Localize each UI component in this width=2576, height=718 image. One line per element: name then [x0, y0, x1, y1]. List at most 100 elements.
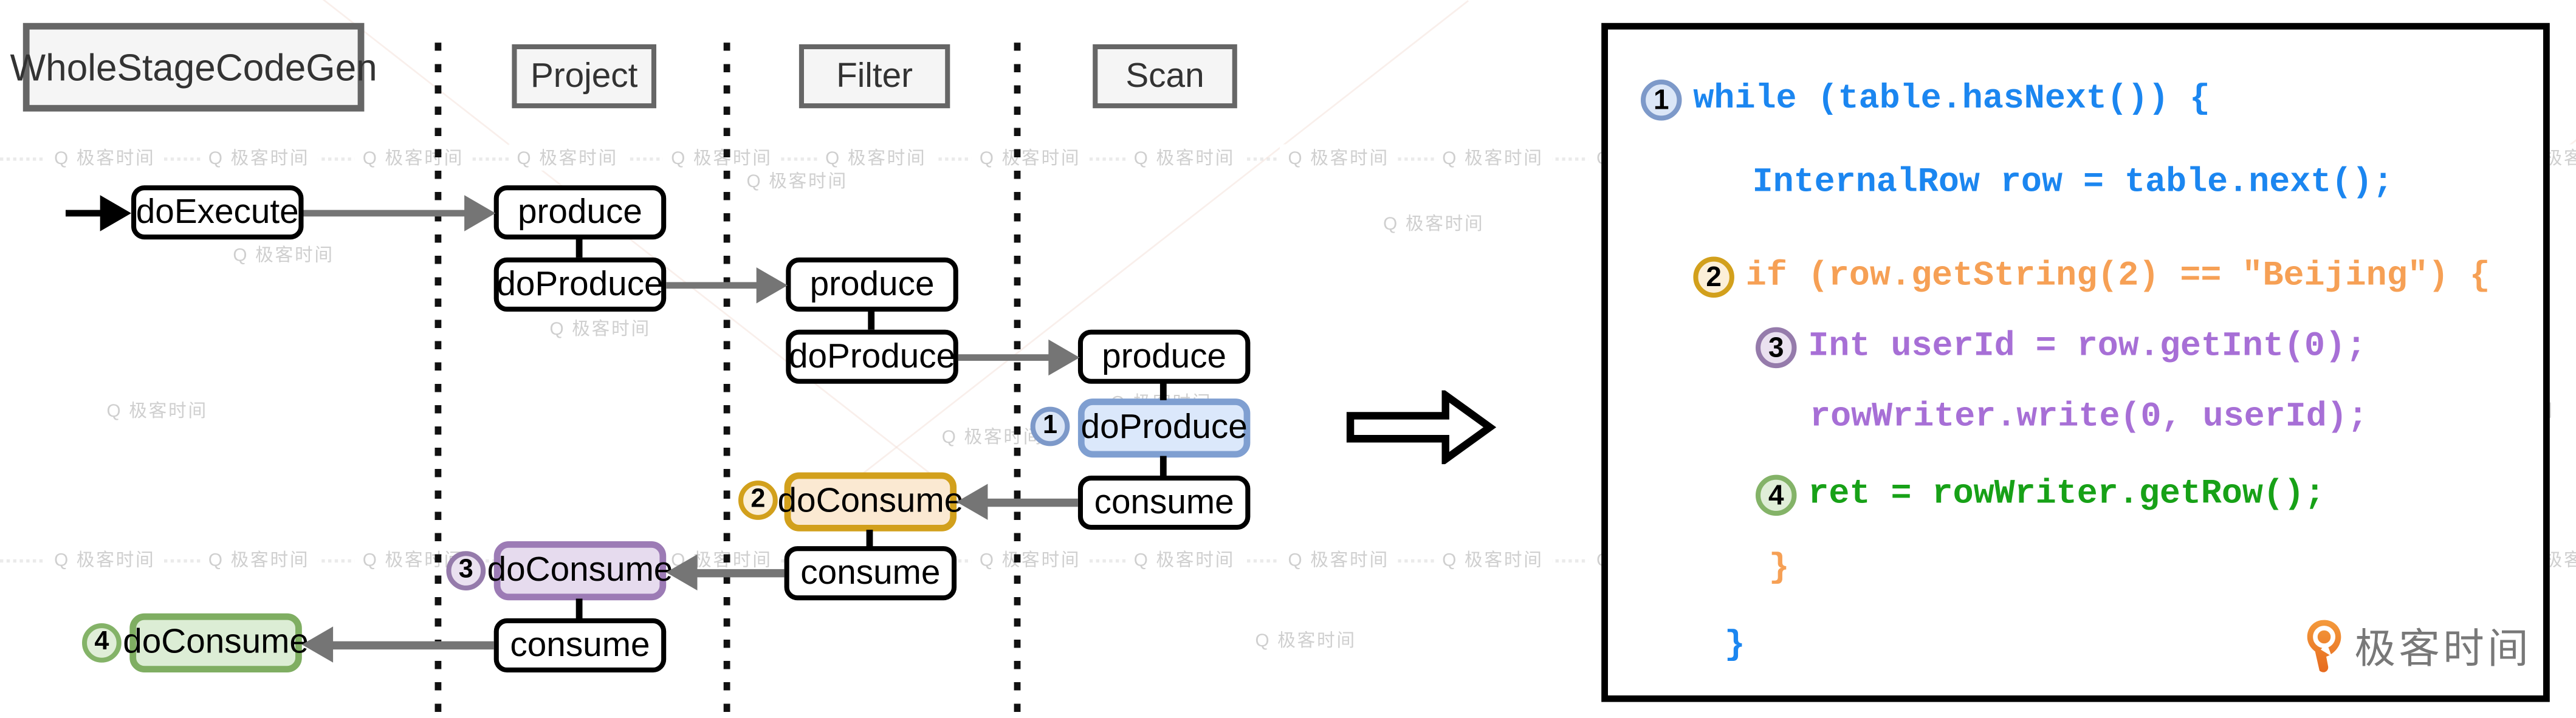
watermark: Q 极客时间 [200, 546, 318, 573]
connector [1159, 456, 1167, 477]
watermark: Q 极客时间 [354, 144, 472, 171]
badge-number: 2 [750, 485, 766, 514]
geektime-logo: 极客时间 [2306, 617, 2532, 675]
badge-step2: 2 [738, 480, 778, 520]
node-label: doConsume [487, 551, 673, 589]
badge-step2: 2 [1693, 256, 1734, 298]
code-text: if (row.getString(2) == "Beijing") { [1745, 258, 2490, 296]
wholestagecodegen-header: WholeStageCodeGen [10, 22, 377, 112]
project-label: Project [530, 56, 638, 95]
arrow-consume-to-doconsume-output [329, 641, 494, 649]
watermark: Q 极客时间 [46, 144, 163, 171]
watermark: Q 极客时间 [1125, 144, 1243, 171]
watermark: Q 极客时间 [509, 144, 627, 171]
badge-step1: 1 [1641, 79, 1682, 121]
watermark: Q 极客时间 [46, 546, 163, 573]
badge-number: 1 [1042, 411, 1058, 440]
node-doproduce-filter: doProduce [786, 329, 958, 384]
node-label: consume [800, 553, 941, 592]
badge-number: 3 [458, 556, 473, 584]
watermark: Q 极客时间 [224, 241, 343, 268]
code-text: } [1724, 627, 1745, 665]
column-separator-3 [1014, 43, 1021, 718]
wholestagecodegen-label: WholeStageCodeGen [10, 45, 377, 88]
arrow-consume-to-doconsume-filter [984, 498, 1078, 506]
arrow-doexecute-to-produce [303, 209, 468, 217]
badge-number: 1 [1653, 83, 1669, 115]
node-doexecute: doExecute [131, 185, 304, 240]
code-text: Int userId = row.getInt(0); [1808, 329, 2367, 367]
arrow-consume-to-doconsume-project [694, 569, 785, 577]
connector [575, 598, 583, 620]
arrow-head-icon [301, 626, 334, 663]
entry-arrow-head-icon [100, 194, 131, 231]
badge-number: 4 [94, 628, 109, 656]
code-text: rowWriter.write(0, userId); [1810, 399, 2368, 437]
badge-step4: 4 [82, 623, 122, 663]
column-header-scan: Scan [1093, 44, 1237, 109]
badge-number: 4 [1768, 479, 1784, 510]
node-doconsume-output-step4: doConsume [123, 613, 309, 672]
node-label: doProduce [788, 337, 956, 375]
code-text: } [1768, 550, 1790, 588]
badge-step3: 3 [446, 551, 486, 590]
connector [866, 530, 873, 548]
watermark: Q 极客时间 [200, 144, 318, 171]
geektime-pin-icon [2307, 620, 2341, 672]
connector [575, 238, 583, 258]
watermark: Q 极客时间 [933, 423, 1051, 450]
watermark: Q 极客时间 [662, 546, 781, 573]
node-produce-project: produce [493, 185, 667, 240]
connector [868, 310, 875, 330]
column-separator-2 [723, 43, 730, 718]
node-doconsume-filter-step2: doConsume [778, 472, 963, 532]
code-line-close-if: } [1769, 550, 1790, 588]
node-label: doProduce [1080, 408, 1248, 446]
code-text: ret = rowWriter.getRow(); [1808, 476, 2326, 515]
node-doproduce-project: doProduce [493, 257, 667, 312]
node-label: doConsume [777, 482, 964, 520]
node-label: produce [809, 265, 935, 303]
column-separator-1 [434, 43, 442, 718]
geektime-logo-text: 极客时间 [2354, 626, 2532, 672]
code-line-internalrow: InternalRow row = table.next(); [1753, 165, 2394, 202]
arrow-head-icon [464, 194, 496, 231]
node-produce-filter: produce [786, 257, 958, 312]
column-header-project: Project [512, 44, 656, 109]
arrow-head-icon [666, 554, 698, 590]
node-doproduce-scan-step1: doProduce [1077, 398, 1251, 458]
watermark: Q 极客时间 [738, 167, 856, 194]
node-doconsume-project-step3: doConsume [487, 541, 673, 601]
watermark: Q 极客时间 [1375, 210, 1492, 236]
watermark: Q 极客时间 [98, 397, 216, 423]
arrow-head-icon [1048, 338, 1080, 375]
watermark: Q 极客时间 [1434, 144, 1552, 171]
entry-arrow-line [66, 209, 109, 217]
arrow-doproduce-to-produce-scan [958, 353, 1052, 361]
node-produce-scan: produce [1077, 329, 1251, 384]
transform-arrow-icon [1346, 390, 1497, 465]
badge-number: 2 [1706, 261, 1722, 292]
code-text: InternalRow row = table.next(); [1752, 165, 2394, 203]
node-label: doConsume [123, 623, 309, 662]
watermark: Q 极客时间 [541, 315, 659, 341]
arrow-head-icon [957, 484, 988, 520]
node-label: consume [510, 626, 650, 664]
node-label: doExecute [136, 193, 299, 231]
watermark: Q 极客时间 [817, 144, 935, 171]
watermark: Q 极客时间 [1280, 546, 1398, 573]
node-label: produce [517, 193, 642, 231]
connector [1159, 382, 1167, 400]
column-header-filter: Filter [799, 44, 950, 109]
watermark: Q 极客时间 [1434, 546, 1552, 573]
code-line-rowwriter: rowWriter.write(0, userId); [1810, 399, 2368, 437]
code-line-if: 2 if (row.getString(2) == "Beijing") { [1693, 256, 2490, 298]
badge-step1: 1 [1030, 406, 1070, 446]
arrow-head-icon [756, 266, 788, 303]
watermark: Q 极客时间 [1280, 144, 1398, 171]
node-label: consume [1094, 483, 1234, 521]
arrow-doproduce-to-produce-filter [666, 281, 760, 289]
